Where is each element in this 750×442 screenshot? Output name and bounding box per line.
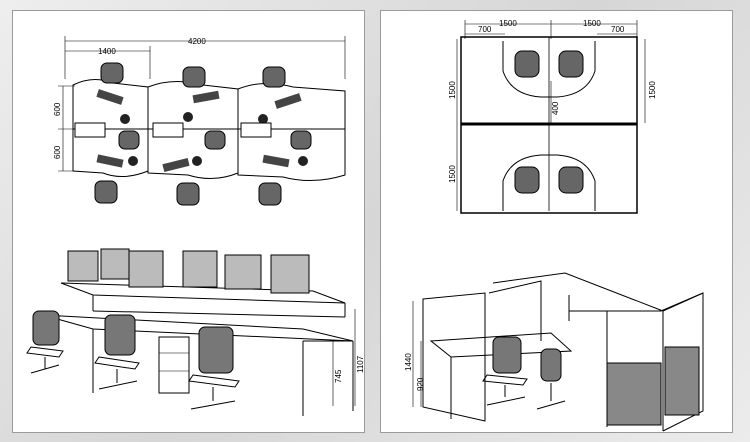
monitor-icon xyxy=(240,122,272,138)
monitor-icon xyxy=(100,248,130,280)
elevation-view: 1440 920 xyxy=(404,272,704,432)
fabric-panel xyxy=(664,346,700,416)
mouse-icon xyxy=(192,156,202,166)
keyboard-icon xyxy=(96,89,124,105)
chair-icon xyxy=(182,66,206,88)
dim-desk-height-label: 920 xyxy=(416,377,425,391)
chair-icon xyxy=(482,336,528,406)
dim-module-label: 1400 xyxy=(98,47,116,56)
chair-icon xyxy=(514,50,540,78)
dim-desk-height-label: 745 xyxy=(334,369,343,383)
dim-depth-upper-label: 600 xyxy=(53,102,62,116)
left-drawing-panel: 4200 1400 600 600 xyxy=(12,10,365,433)
monitor-icon xyxy=(182,250,218,288)
chair-icon xyxy=(26,310,64,374)
mouse-icon xyxy=(128,156,138,166)
monitor-icon xyxy=(224,254,262,290)
plan-dimension-side: 1500 1500 1500 400 xyxy=(448,39,657,211)
chair-icon xyxy=(558,50,584,78)
dim-return-left-label: 700 xyxy=(478,25,492,34)
mouse-icon xyxy=(258,114,268,124)
keyboard-icon xyxy=(192,90,220,104)
plan-workstation-cluster xyxy=(460,36,638,214)
dim-depth-right-top-label: 1500 xyxy=(648,81,657,99)
fabric-panel xyxy=(606,362,662,426)
mouse-icon xyxy=(183,112,193,122)
left-drawing: 4200 1400 600 600 xyxy=(26,36,365,416)
right-drawing: 1500 1500 700 700 1500 1500 1500 400 xyxy=(404,19,704,432)
plan-chairs xyxy=(74,62,312,206)
dim-corridor-label: 400 xyxy=(551,101,560,115)
plan-dimension-top: 1500 1500 700 700 xyxy=(464,19,638,39)
chair-icon xyxy=(536,348,566,410)
dim-depth-left-top-label: 1500 xyxy=(448,81,457,99)
dim-half-left-label: 1500 xyxy=(499,19,517,28)
chair-icon xyxy=(204,130,226,150)
chair-icon xyxy=(176,182,200,206)
plan-dimension-left: 600 600 xyxy=(53,85,75,172)
elevation-view: 745 1107 xyxy=(26,248,365,416)
dim-total-label: 4200 xyxy=(188,37,206,46)
chair-icon xyxy=(514,166,540,194)
chair-icon xyxy=(188,326,240,410)
mouse-icon xyxy=(298,156,308,166)
chair-icon xyxy=(100,62,124,84)
monitor-icon xyxy=(270,254,310,294)
keyboard-icon xyxy=(274,93,302,109)
chair-icon xyxy=(558,166,584,194)
keyboard-icon xyxy=(262,154,290,168)
monitor-icon xyxy=(128,250,164,288)
plan-dimension-top: 4200 1400 xyxy=(64,36,346,79)
dim-panel-height-label: 1440 xyxy=(404,353,413,371)
monitor-icon xyxy=(152,122,184,138)
chair-icon xyxy=(262,66,286,88)
monitor-icon xyxy=(74,122,106,138)
keyboard-icon xyxy=(96,154,124,168)
keyboard-icon xyxy=(162,157,190,173)
right-drawing-panel: 1500 1500 700 700 1500 1500 1500 400 xyxy=(380,10,733,433)
mouse-icon xyxy=(120,114,130,124)
chair-icon xyxy=(94,180,118,204)
dim-screen-height-label: 1107 xyxy=(356,355,365,373)
chair-icon xyxy=(94,314,140,390)
chair-icon xyxy=(118,130,140,150)
chair-icon xyxy=(258,182,282,206)
dim-depth-left-bottom-label: 1500 xyxy=(448,165,457,183)
pedestal-drawers xyxy=(158,336,190,394)
dim-return-right-label: 700 xyxy=(611,25,625,34)
monitor-icon xyxy=(67,250,99,282)
dim-depth-lower-label: 600 xyxy=(53,145,62,159)
dim-half-right-label: 1500 xyxy=(583,19,601,28)
chair-icon xyxy=(290,130,312,150)
